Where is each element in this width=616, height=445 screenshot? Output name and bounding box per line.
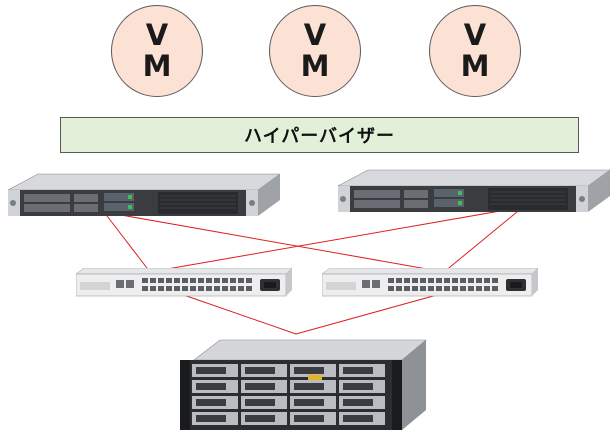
vm-circle-2: VM xyxy=(269,5,361,97)
link-server2-switch2 xyxy=(443,206,524,273)
rack-server-icon xyxy=(338,169,610,212)
vm-circle-1: VM xyxy=(111,5,203,97)
storage-array-icon xyxy=(180,339,427,430)
san-switch-icon xyxy=(76,268,292,297)
link-server1-switch2 xyxy=(103,211,445,273)
san-switch-icon xyxy=(322,268,538,297)
hypervisor-bar: ハイパーバイザー xyxy=(60,117,579,153)
link-switch2-storage xyxy=(295,292,445,335)
link-server2-switch1 xyxy=(149,206,524,273)
vm-circle-3: VM xyxy=(429,5,521,97)
hypervisor-label: ハイパーバイザー xyxy=(243,126,396,147)
rack-server-icon xyxy=(8,173,280,216)
vm-label-3: VM xyxy=(460,18,490,83)
vm-label-2: VM xyxy=(300,18,330,83)
vm-label-1: VM xyxy=(142,18,172,83)
link-server1-switch1 xyxy=(103,211,151,273)
link-switch1-storage xyxy=(177,292,297,335)
